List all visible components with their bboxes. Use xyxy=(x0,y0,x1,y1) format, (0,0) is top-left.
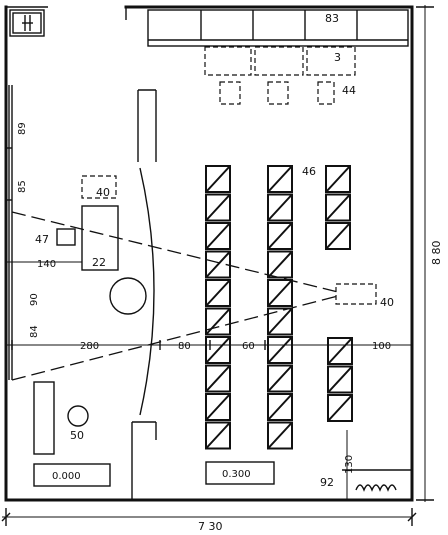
floor-left-label: 0.000 xyxy=(52,471,81,482)
height-130-label: 130 xyxy=(344,455,355,474)
offset-140-label: 140 xyxy=(37,259,56,270)
section-dimension: 280 80 60 100 xyxy=(6,340,412,352)
dist-100-label: 100 xyxy=(372,341,391,352)
circle-50-label: 50 xyxy=(70,429,84,442)
window-84-label: 84 xyxy=(29,325,40,338)
window-85-label: 85 xyxy=(17,180,28,193)
dashed-small-label: 44 xyxy=(342,84,356,97)
student-chair xyxy=(267,165,293,193)
student-chair xyxy=(325,222,351,250)
stair-shaft xyxy=(9,9,45,37)
room-width-label: 7 30 xyxy=(198,520,223,533)
student-chair xyxy=(205,421,231,450)
student-chair xyxy=(267,222,293,250)
floor-levels: 0.000 0.300 xyxy=(33,461,275,487)
student-chair xyxy=(267,364,293,393)
desk-label: 22 xyxy=(92,256,106,269)
curved-partition xyxy=(125,7,157,500)
lectern-top-label: 40 xyxy=(96,186,110,199)
student-chair xyxy=(267,336,293,364)
student-chair xyxy=(267,421,293,450)
seat-rows-label: 46 xyxy=(302,165,316,178)
speaker-box-label: 47 xyxy=(35,233,49,246)
dist-280-label: 280 xyxy=(80,341,99,352)
student-chair xyxy=(325,193,351,222)
overall-dimensions: 7 30 8 80 xyxy=(1,5,443,533)
window-89-label: 89 xyxy=(17,122,28,135)
dashed-count-label: 3 xyxy=(334,51,341,64)
student-chair xyxy=(325,165,351,193)
student-chair xyxy=(267,250,293,279)
wall-cabinets: 83 xyxy=(147,9,409,47)
student-chair xyxy=(205,364,231,393)
corner-92-label: 92 xyxy=(320,476,334,489)
student-chair xyxy=(205,393,231,421)
student-chair xyxy=(205,165,231,193)
student-chair xyxy=(327,394,353,422)
student-chair xyxy=(267,307,293,336)
student-chair xyxy=(205,193,231,222)
floor-right-label: 0.300 xyxy=(222,469,251,480)
student-chair xyxy=(267,279,293,307)
projector-label: 40 xyxy=(380,296,394,309)
student-chair xyxy=(205,307,231,336)
student-chair xyxy=(205,222,231,250)
student-chair xyxy=(205,279,231,307)
student-chair xyxy=(205,336,231,364)
outer-walls xyxy=(4,5,414,502)
student-seats xyxy=(205,165,353,450)
student-chair xyxy=(267,193,293,222)
student-chair xyxy=(205,250,231,279)
student-chair xyxy=(327,337,353,365)
room-depth-label: 8 80 xyxy=(430,241,443,266)
window-90-label: 90 xyxy=(29,293,40,306)
projection-cone: 40 xyxy=(11,211,394,381)
student-chair xyxy=(327,365,353,394)
corner-details: 130 92 xyxy=(320,430,412,500)
dashed-tables: 3 44 xyxy=(204,46,356,105)
cabinet-count-label: 83 xyxy=(325,12,339,25)
dist-80-label: 80 xyxy=(178,341,191,352)
window-wall: 89 85 90 84 xyxy=(6,85,40,380)
teacher-area: 40 22 47 140 50 xyxy=(6,175,147,455)
dist-60-label: 60 xyxy=(242,341,255,352)
student-chair xyxy=(267,393,293,421)
